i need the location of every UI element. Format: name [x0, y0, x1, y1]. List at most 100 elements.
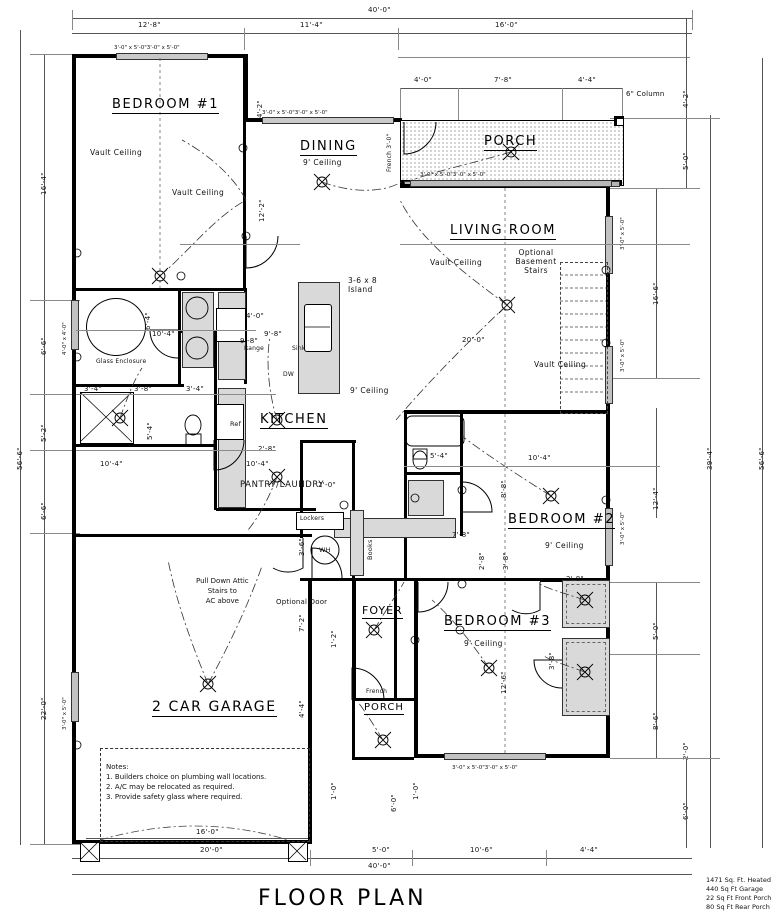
dim-right-col-line-e	[656, 654, 657, 758]
notes-item-2: 2. A/C may be relocated as required.	[106, 783, 235, 791]
room-sub-dining: 9' Ceiling	[303, 158, 342, 167]
front-porch-outline-bottom	[352, 757, 414, 760]
ext-right-b	[610, 378, 700, 379]
dim-int-1-2: 1'-2"	[330, 629, 338, 648]
dim-porch-1: 4'-0"	[414, 76, 433, 84]
dim-int-3-8-b: 3'-8"	[502, 551, 510, 570]
door-closet-bed3	[533, 659, 563, 689]
exterior-wall-bottom-garage	[72, 840, 312, 844]
dim-int-5-4: 5'-4"	[146, 421, 154, 440]
interior-wall-bed2-bottom	[414, 578, 544, 581]
dim-bottom-2: 5'-0"	[372, 846, 391, 854]
ext-porch-d	[622, 88, 623, 120]
dim-int-6-0: 6'-0"	[390, 793, 398, 812]
ext-int-a	[76, 330, 256, 331]
dim-int-7-2: 7'-2"	[298, 613, 306, 632]
annotation-lockers: Lockers	[300, 515, 325, 522]
dim-bottom-outer: 40'-0"	[368, 862, 391, 870]
ext-left-d	[30, 450, 80, 451]
dim-right-col-line-f	[686, 758, 687, 848]
closet-bed3-shelf	[566, 642, 606, 712]
annotation-books: Books	[366, 539, 374, 560]
interior-wall-garage-right	[308, 578, 312, 844]
interior-wall-bed1-bottom	[76, 288, 246, 291]
room-label-bedroom2: BEDROOM #2	[508, 512, 616, 529]
dim-int-3-4-a: 3'-4"	[84, 385, 103, 393]
dim-garage-door-line	[86, 838, 310, 839]
legend-line-1: 1471 Sq. Ft. Heated	[706, 876, 771, 884]
ext-int-b	[76, 394, 276, 395]
ext-right-c	[610, 582, 700, 583]
dim-bottom-4: 4'-4"	[580, 846, 599, 854]
dim-int-8-8: 8'-8"	[500, 479, 508, 498]
front-porch-outline-top	[352, 698, 414, 701]
room-label-bedroom1: BEDROOM #1	[112, 97, 220, 114]
room-label-porch-front: PORCH	[364, 702, 404, 715]
annotation-optional-door: Optional Door	[276, 598, 328, 606]
interior-wall-hall	[300, 440, 303, 538]
lockers-unit	[296, 512, 344, 530]
room-label-garage: 2 CAR GARAGE	[152, 699, 277, 717]
dim-int-10-4-closet: 10'-4"	[100, 460, 123, 468]
room-sub-bedroom3: 9' Ceiling	[464, 639, 503, 648]
sheet-title: FLOOR PLAN	[258, 886, 427, 911]
ext-right-d	[610, 654, 700, 655]
porch-column-inner	[616, 118, 624, 126]
window-mbath-left	[71, 300, 79, 350]
ext-porch-c	[562, 88, 563, 120]
room-label-porch-rear: PORCH	[484, 134, 538, 151]
ext-right-a	[610, 188, 700, 189]
dim-left-col-line	[44, 54, 45, 844]
kitchen-refrigerator	[216, 404, 244, 440]
dim-porch-2: 7'-8"	[494, 76, 513, 84]
dim-int-3-8: 3'-8"	[134, 385, 153, 393]
dim-left-outer-line	[20, 30, 21, 845]
room-label-bedroom3: BEDROOM #3	[444, 614, 552, 631]
ext-bottom-a	[310, 850, 311, 866]
exterior-wall-right-living	[606, 184, 610, 414]
room-label-kitchen: KITCHEN	[260, 412, 328, 429]
interior-wall-mbath-v1	[178, 288, 181, 384]
exterior-wall-top-step	[244, 54, 248, 120]
ext-left-f	[30, 844, 90, 845]
interior-wall-bath2-right	[460, 414, 463, 536]
ext-top-a	[72, 10, 73, 30]
ext-int-e	[400, 244, 690, 245]
dim-int-10-4-pantry: 10'-4"	[246, 460, 269, 468]
interior-wall-foyer-right	[394, 578, 397, 700]
door-garage-opt	[311, 547, 343, 579]
window-label-dining: 3'-0" x 5'-0"3'-0" x 5'-0"	[262, 110, 328, 116]
dim-int-7-8: 7'-8"	[452, 531, 471, 539]
room-label-living: LIVING ROOM	[450, 223, 557, 240]
bath2-vanity	[408, 480, 444, 516]
ext-left-c	[30, 394, 80, 395]
kitchen-range	[216, 308, 246, 342]
notes-block: Notes: 1. Builders choice on plumbing wa…	[106, 762, 266, 802]
window-living-right-lower	[605, 346, 613, 404]
room-sub-bedroom1: Vault Ceiling	[90, 148, 143, 157]
ext-top-c	[244, 28, 245, 50]
closet-bed2-shelf	[566, 584, 606, 624]
door-dining-french	[403, 121, 437, 155]
annotation-dw: DW	[283, 371, 294, 378]
ext-bottom-b	[412, 850, 413, 866]
annotation-french-porch: French	[366, 688, 388, 695]
dim-top-row-line	[72, 33, 692, 34]
dim-int-20-0: 20'-0"	[462, 336, 485, 344]
dim-int-9-8: 9'-8"	[264, 330, 283, 338]
annotation-ref: Ref	[230, 420, 242, 428]
window-porch-bottom	[410, 180, 612, 187]
window-dining-top	[262, 117, 394, 124]
dim-top-3: 16'-0"	[495, 21, 518, 29]
ext-top-b	[692, 10, 693, 30]
dim-int-10-4-bath: 10'-4"	[152, 330, 175, 338]
annotation-range: Range	[244, 345, 265, 352]
dim-top-outer-line	[72, 18, 692, 19]
dim-int-3-4-b: 3'-4"	[186, 385, 205, 393]
